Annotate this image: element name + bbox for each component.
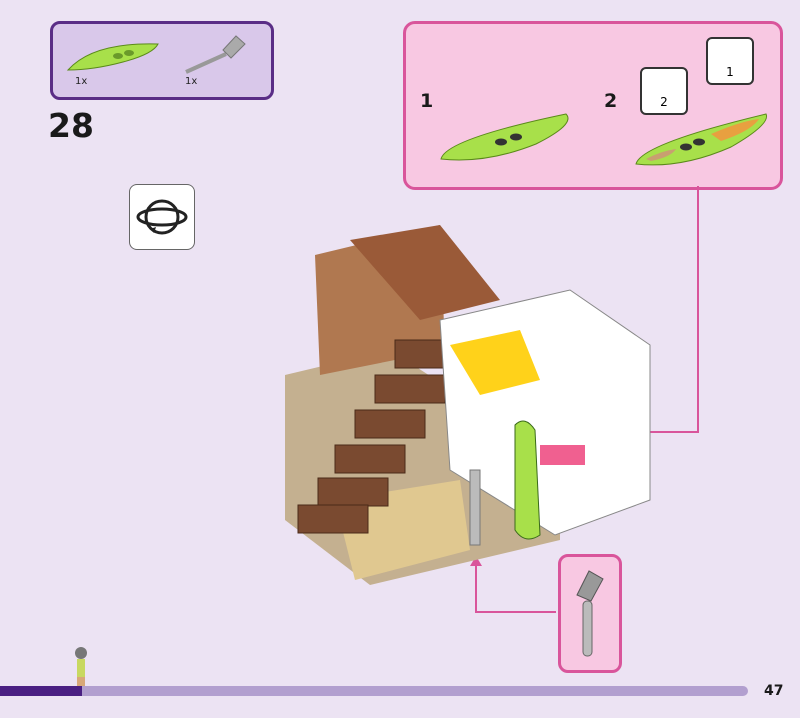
substep-number: 2 [604,90,618,112]
sticker-label: 1 [726,65,734,79]
parts-list: 1x 1x [50,21,274,100]
progress-bar-track [0,686,748,696]
sub-assembly-callout: 1 2 2 1 [403,21,783,190]
page-number: 47 [764,683,784,699]
surfboard-icon [66,43,159,71]
minifigure-icon [73,645,89,695]
step-number: 28 [48,106,94,145]
part-qty: 1x [185,76,198,87]
sticker-label: 2 [660,95,668,109]
sticker-1: 1 [706,37,754,85]
stickered-surfboard-icon [635,113,768,166]
part-qty: 1x [75,76,88,87]
substep-number: 1 [420,90,434,112]
progress-bar-fill [0,686,83,696]
shovel-callout [558,554,622,673]
sticker-2: 2 [640,67,688,115]
shovel-icon [185,35,246,74]
shovel-icon [576,570,604,657]
surfboard-icon [440,113,569,161]
rotate-model-icon [129,184,195,250]
